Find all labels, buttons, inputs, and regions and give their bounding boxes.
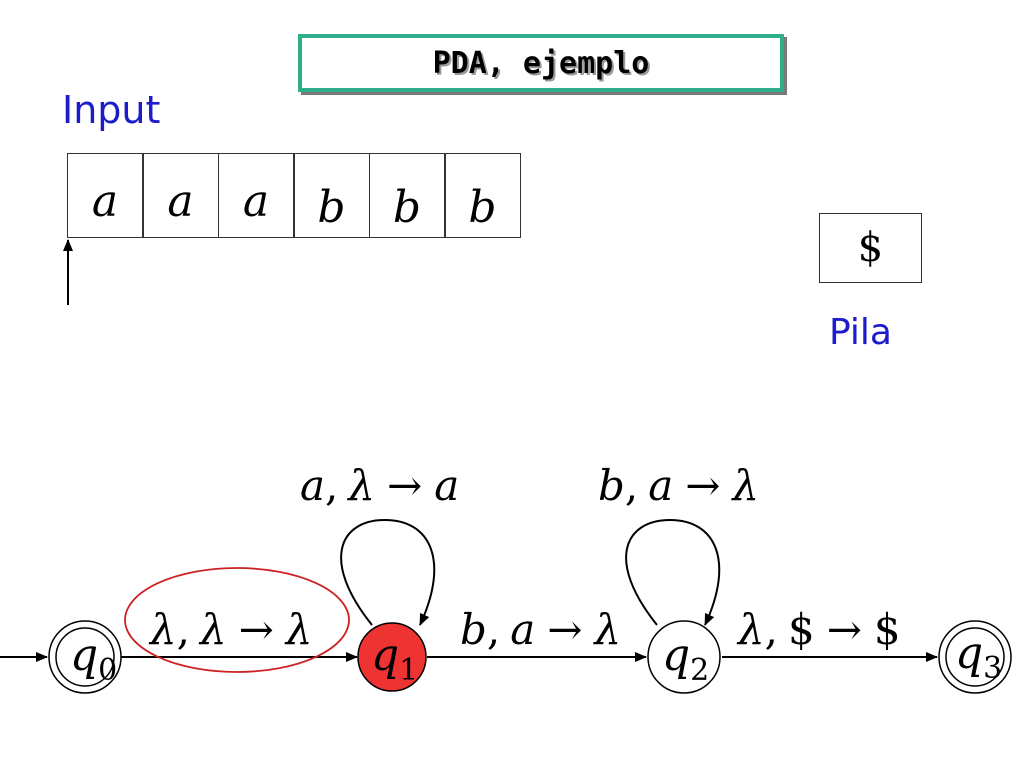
state-q0-sub: 0 bbox=[98, 653, 117, 688]
tape-cell: b bbox=[444, 153, 521, 238]
svg-text:q3: q3 bbox=[955, 628, 1002, 686]
state-q1-name: q bbox=[371, 630, 399, 681]
tape-cell: b bbox=[293, 153, 370, 238]
state-q2-name: q bbox=[662, 630, 690, 681]
state-q3: q3 bbox=[938, 620, 1012, 694]
loop-q2 bbox=[625, 518, 721, 626]
label-q1-loop: a,λ→a bbox=[300, 461, 459, 510]
svg-text:q1: q1 bbox=[371, 630, 418, 688]
stack-cell: $ bbox=[819, 213, 922, 283]
state-q1: q1 bbox=[357, 622, 427, 692]
label-q1-q2: b,a→λ bbox=[460, 605, 621, 654]
state-q1-sub: 1 bbox=[399, 653, 418, 688]
svg-text:q2: q2 bbox=[662, 630, 709, 688]
state-q3-name: q bbox=[955, 628, 983, 679]
tape-cell: a bbox=[217, 153, 295, 238]
state-q0: q0 bbox=[48, 620, 122, 694]
state-q2: q2 bbox=[647, 620, 721, 694]
stack-label: Pila bbox=[829, 312, 892, 353]
state-q0-name: q bbox=[70, 630, 98, 681]
input-label: Input bbox=[62, 88, 161, 132]
label-q2-loop: b,a→λ bbox=[598, 461, 759, 510]
input-tape: a a a b b b bbox=[66, 153, 521, 238]
slide-title: PDA, ejemplo bbox=[432, 45, 650, 81]
tape-cell: b bbox=[368, 153, 446, 238]
svg-text:q0: q0 bbox=[70, 630, 117, 688]
stack-top-symbol: $ bbox=[857, 225, 884, 271]
state-q2-sub: 2 bbox=[690, 653, 709, 688]
title-box: PDA, ejemplo bbox=[298, 34, 784, 92]
loop-q1 bbox=[340, 518, 436, 626]
label-q2-q3: λ,$→$ bbox=[736, 605, 901, 654]
state-q3-sub: 3 bbox=[983, 651, 1002, 686]
highlight-ellipse bbox=[124, 567, 350, 673]
tape-cell: a bbox=[66, 153, 144, 238]
tape-cell: a bbox=[142, 153, 219, 238]
label-q0-q1: λ,λ→λ bbox=[148, 605, 312, 654]
